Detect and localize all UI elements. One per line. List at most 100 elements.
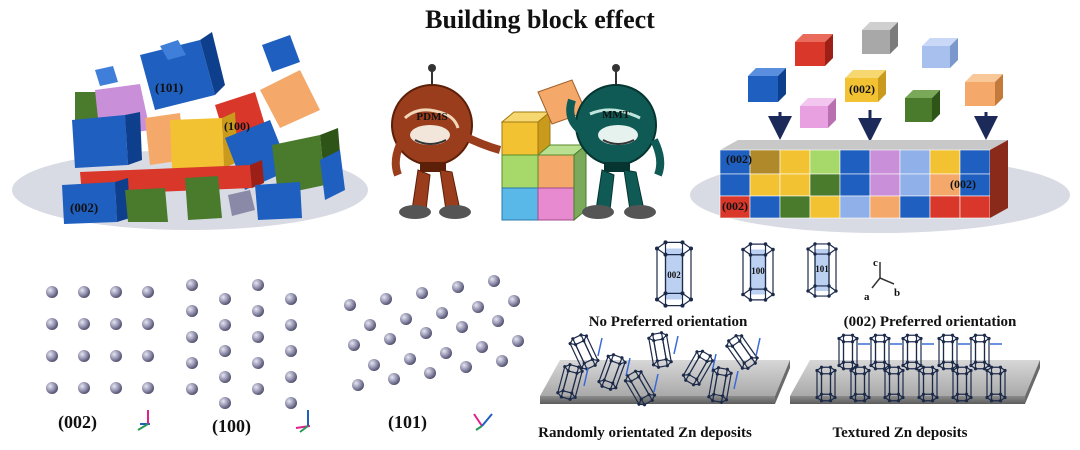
hex-unit-cell [707,366,733,404]
atom [219,371,231,383]
atom [285,397,297,409]
stack-block [719,149,751,175]
stack-block [959,149,991,175]
hex-unit-cell [597,353,627,391]
atom [78,318,90,330]
growth-arrow [625,357,631,377]
atom [46,318,58,330]
atom [436,307,448,319]
atom [384,333,396,345]
atom [488,275,500,287]
ordered-block-stack: (002) (002) (002) (002) [690,22,1070,233]
hex-unit-cell [837,333,859,371]
atom [252,305,264,317]
stack-block [869,173,901,197]
stack-block [899,195,931,219]
stack-block [749,173,781,197]
hex-unit-cell [741,242,775,302]
robot-mmt-head [575,84,657,166]
atom [388,373,400,385]
atomic-plane-100 [186,279,297,409]
textured-deposit-plate [790,360,1040,404]
stack-block [899,173,931,197]
blue-block-002 [62,182,117,224]
no-preferred-orientation-title: No Preferred orientation [589,314,748,330]
atom [285,319,297,331]
atom [186,383,198,395]
hex-unit-cell [654,240,694,308]
atom [252,357,264,369]
atom [352,379,364,391]
atom [400,313,412,325]
hex-unit-cell [969,333,991,371]
plate-edge [540,396,775,404]
atom [252,331,264,343]
atom [186,357,198,369]
atom [142,350,154,362]
long-red-bar-side [250,160,264,188]
atom [46,286,58,298]
atom [110,382,122,394]
hex-unit-cell [883,365,905,403]
blue-block [72,115,128,168]
atom [348,339,360,351]
stack-block [929,149,961,175]
hex-unit-cell [985,365,1007,403]
axis-c-label: c [873,257,878,269]
atom [496,355,508,367]
random-zn-crystals [556,331,761,407]
stack-block [809,195,841,219]
stack-block [809,149,841,175]
falling-cubes: (002) [748,22,1003,128]
atom [416,287,428,299]
atom [460,361,472,373]
blue-block-side [200,32,225,95]
messy-block-pile: (101) (100) (002) [12,32,368,230]
stack-block [719,173,751,197]
stack-side-face [990,140,1008,218]
hex-unit-cell [937,333,959,371]
random-deposits-caption: Randomly orientated Zn deposits [538,425,752,441]
pile-label-002: (002) [70,200,98,215]
green-block [125,188,168,222]
stack-block [929,195,961,219]
atom [186,279,198,291]
pile-label-101: (101) [155,80,183,95]
atom [285,345,297,357]
atom [512,335,524,347]
atom [186,331,198,343]
green-block [272,135,325,195]
stack-block [749,149,781,175]
axis-glyph-100 [295,410,311,433]
atom [476,341,488,353]
atom [78,382,90,394]
atomic-plane-002 [46,286,154,394]
robot-mmt-label: MMT [602,109,631,121]
pile-label-100: (100) [224,119,250,133]
stack-block [809,173,841,197]
atom [452,281,464,293]
stack-block [959,195,991,219]
growth-arrow [583,367,589,387]
plane-label-100: (100) [212,416,251,437]
robot-pdms-label: PDMS [416,111,447,123]
atom [46,382,58,394]
hex-unit-cell [806,242,838,298]
growth-arrow [755,337,761,357]
small-blue-block [160,40,186,60]
axis-glyph-002 [137,410,150,431]
atom [219,397,231,409]
atom [285,293,297,305]
tilted-blue-block [262,35,300,72]
robots-illustration: PDMS [391,64,665,222]
plate-top [790,360,1040,396]
stack-block [839,195,871,219]
atom [219,319,231,331]
atom [142,318,154,330]
atom [456,321,468,333]
hex-unit-cell [623,369,657,407]
plane-label-101: (101) [388,412,427,433]
atom [110,350,122,362]
plane-label-002: (002) [58,412,97,433]
